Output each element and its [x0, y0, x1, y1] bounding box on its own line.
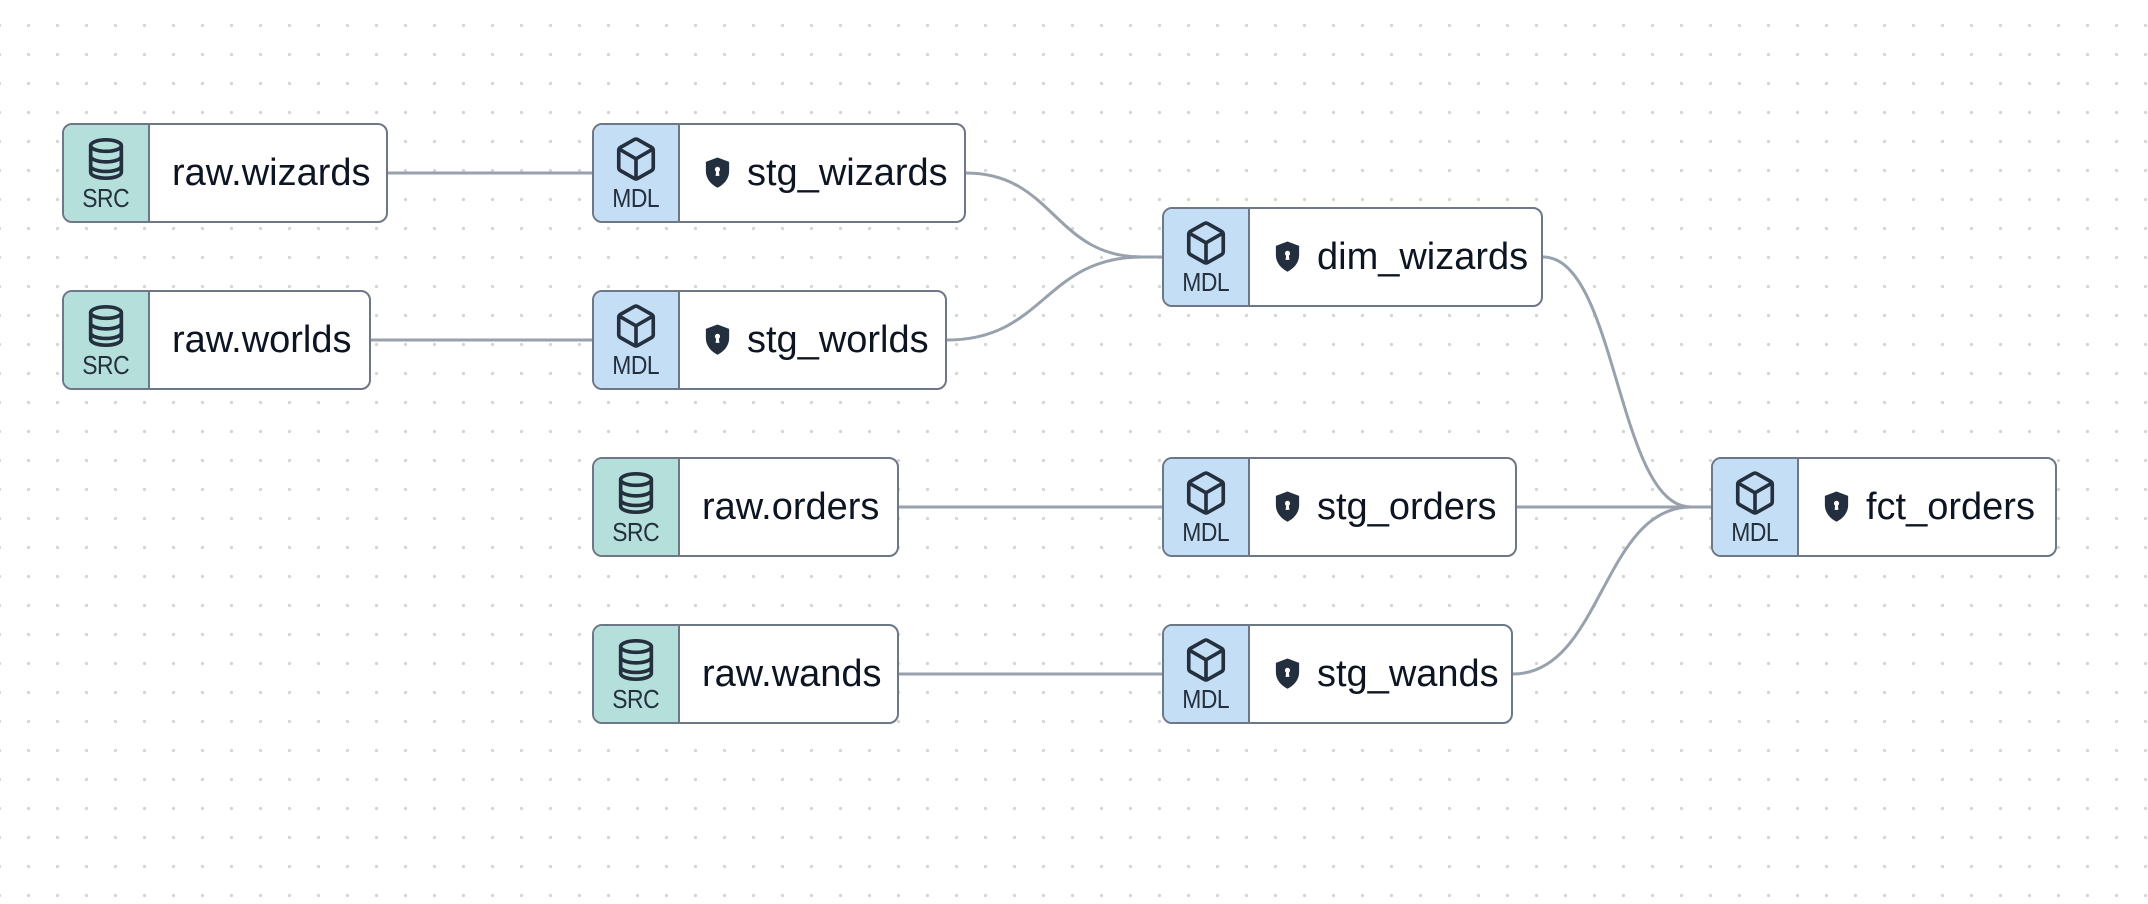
node-fct-orders[interactable]: MDL fct_orders	[1711, 457, 2057, 557]
edge-stg-wands-to-fct-orders	[1511, 505, 1713, 676]
shield-lock-icon	[702, 323, 733, 357]
node-type-badge: MDL	[1164, 626, 1250, 722]
node-type-badge: SRC	[594, 459, 680, 555]
node-raw-worlds[interactable]: SRC raw.worlds	[62, 290, 371, 390]
node-type-label: MDL	[1182, 683, 1230, 714]
node-type-label: MDL	[1182, 516, 1230, 547]
node-label: stg_worlds	[747, 319, 929, 361]
node-label: stg_orders	[1317, 486, 1497, 528]
node-stg-orders[interactable]: MDL stg_orders	[1162, 457, 1517, 557]
node-type-label: SRC	[612, 516, 660, 547]
node-label: dim_wizards	[1317, 236, 1529, 278]
shield-lock-icon	[1272, 240, 1303, 274]
node-stg-wands[interactable]: MDL stg_wands	[1162, 624, 1513, 724]
node-body: raw.orders	[680, 459, 897, 555]
node-body: raw.wands	[680, 626, 897, 722]
node-label: raw.worlds	[172, 319, 352, 361]
shield-lock-icon	[702, 156, 733, 190]
edge-stg-worlds-to-dim-wizards	[945, 255, 1164, 342]
node-stg-wizards[interactable]: MDL stg_wizards	[592, 123, 966, 223]
cube-icon	[1183, 220, 1229, 266]
shield-lock-icon	[1821, 490, 1852, 524]
node-type-label: MDL	[1182, 266, 1230, 297]
node-body: dim_wizards	[1250, 209, 1541, 305]
node-label: raw.wizards	[172, 152, 371, 194]
node-raw-wizards[interactable]: SRC raw.wizards	[62, 123, 388, 223]
node-type-label: SRC	[82, 349, 130, 380]
node-body: raw.wizards	[150, 125, 386, 221]
node-label: stg_wands	[1317, 653, 1499, 695]
database-icon	[83, 136, 129, 182]
node-type-badge: MDL	[1164, 459, 1250, 555]
database-icon	[613, 470, 659, 516]
node-raw-orders[interactable]: SRC raw.orders	[592, 457, 899, 557]
database-icon	[613, 637, 659, 683]
node-type-badge: SRC	[64, 292, 150, 388]
node-type-badge: MDL	[1713, 459, 1799, 555]
cube-icon	[1732, 470, 1778, 516]
node-type-label: MDL	[612, 349, 660, 380]
node-type-label: MDL	[612, 182, 660, 213]
node-label: stg_wizards	[747, 152, 948, 194]
node-body: fct_orders	[1799, 459, 2055, 555]
cube-icon	[613, 303, 659, 349]
node-type-badge: MDL	[594, 125, 680, 221]
database-icon	[83, 303, 129, 349]
node-type-badge: SRC	[594, 626, 680, 722]
node-type-badge: MDL	[1164, 209, 1250, 305]
cube-icon	[613, 136, 659, 182]
cube-icon	[1183, 470, 1229, 516]
node-label: raw.orders	[702, 486, 880, 528]
node-type-badge: SRC	[64, 125, 150, 221]
shield-lock-icon	[1272, 657, 1303, 691]
shield-lock-icon	[1272, 490, 1303, 524]
node-dim-wizards[interactable]: MDL dim_wizards	[1162, 207, 1543, 307]
node-raw-wands[interactable]: SRC raw.wands	[592, 624, 899, 724]
node-type-label: MDL	[1731, 516, 1779, 547]
edge-dim-wizards-to-fct-orders	[1541, 255, 1713, 509]
node-body: stg_wizards	[680, 125, 964, 221]
node-body: stg_wands	[1250, 626, 1511, 722]
edge-stg-wizards-to-dim-wizards	[964, 171, 1164, 259]
node-label: raw.wands	[702, 653, 882, 695]
node-body: stg_worlds	[680, 292, 945, 388]
cube-icon	[1183, 637, 1229, 683]
node-type-label: SRC	[612, 683, 660, 714]
node-body: raw.worlds	[150, 292, 369, 388]
node-stg-worlds[interactable]: MDL stg_worlds	[592, 290, 947, 390]
node-type-label: SRC	[82, 182, 130, 213]
node-label: fct_orders	[1866, 486, 2035, 528]
node-type-badge: MDL	[594, 292, 680, 388]
node-body: stg_orders	[1250, 459, 1515, 555]
